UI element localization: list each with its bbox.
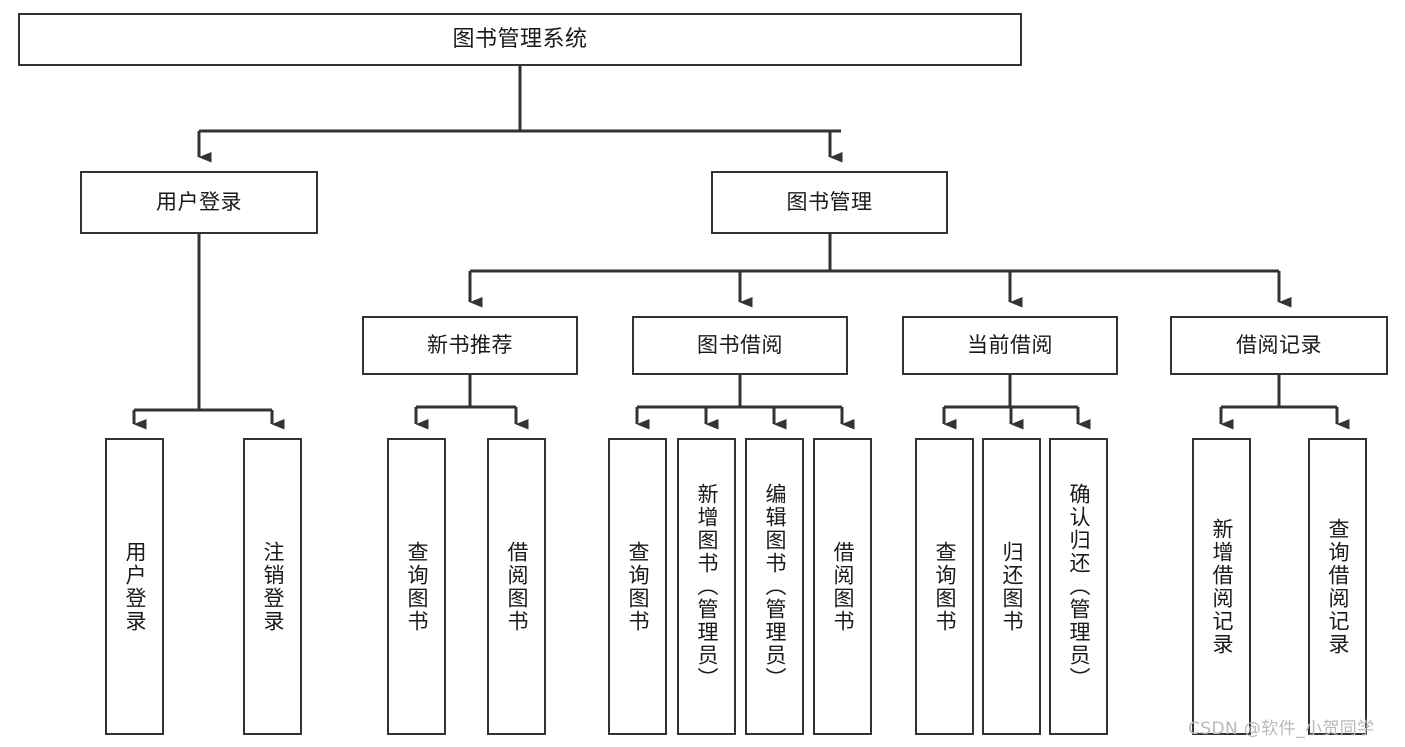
leaf-return-book-label: 归还图书 <box>1000 540 1025 633</box>
leaf-confirm-return-label: 确认归还（管理员） <box>1067 483 1092 690</box>
node-borrowing-record[interactable]: 借阅记录 <box>1170 316 1388 375</box>
leaf-query-book-borrowing[interactable]: 查询图书 <box>608 438 667 735</box>
node-root-label: 图书管理系统 <box>452 26 588 52</box>
leaf-logout[interactable]: 注销登录 <box>243 438 302 735</box>
leaf-user-login-label: 用户登录 <box>123 540 148 633</box>
leaf-edit-book-label: 编辑图书（管理员） <box>763 483 788 690</box>
leaf-query-borrow-record[interactable]: 查询借阅记录 <box>1308 438 1367 735</box>
leaf-add-borrow-record-label: 新增借阅记录 <box>1210 517 1235 656</box>
leaf-query-book-current-label: 查询图书 <box>933 540 958 633</box>
leaf-query-book-current[interactable]: 查询图书 <box>915 438 974 735</box>
node-book-borrowing-label: 图书借阅 <box>697 333 783 358</box>
node-new-book-recommendation[interactable]: 新书推荐 <box>362 316 578 375</box>
leaf-add-book[interactable]: 新增图书（管理员） <box>677 438 736 735</box>
leaf-borrow-book-label: 借阅图书 <box>831 540 856 633</box>
leaf-query-book-recommendation-label: 查询图书 <box>405 540 430 633</box>
watermark: CSDN @软件_小贺同学 <box>1188 719 1375 739</box>
node-book-management-label: 图书管理 <box>786 190 873 215</box>
leaf-edit-book[interactable]: 编辑图书（管理员） <box>745 438 804 735</box>
leaf-logout-label: 注销登录 <box>261 540 286 633</box>
leaf-return-book[interactable]: 归还图书 <box>982 438 1041 735</box>
leaf-confirm-return[interactable]: 确认归还（管理员） <box>1049 438 1108 735</box>
node-book-borrowing[interactable]: 图书借阅 <box>632 316 848 375</box>
node-user-login-label: 用户登录 <box>156 190 242 215</box>
node-user-login[interactable]: 用户登录 <box>80 171 318 234</box>
leaf-borrow-book[interactable]: 借阅图书 <box>813 438 872 735</box>
leaf-borrow-book-recommendation[interactable]: 借阅图书 <box>487 438 546 735</box>
leaf-add-book-label: 新增图书（管理员） <box>695 483 720 690</box>
node-book-management[interactable]: 图书管理 <box>711 171 948 234</box>
leaf-user-login[interactable]: 用户登录 <box>105 438 164 735</box>
node-root[interactable]: 图书管理系统 <box>18 13 1022 66</box>
node-current-borrowing-label: 当前借阅 <box>967 333 1053 358</box>
leaf-query-borrow-record-label: 查询借阅记录 <box>1326 517 1351 656</box>
node-borrowing-record-label: 借阅记录 <box>1236 333 1322 358</box>
leaf-query-book-recommendation[interactable]: 查询图书 <box>387 438 446 735</box>
node-current-borrowing[interactable]: 当前借阅 <box>902 316 1118 375</box>
leaf-add-borrow-record[interactable]: 新增借阅记录 <box>1192 438 1251 735</box>
leaf-borrow-book-recommendation-label: 借阅图书 <box>505 540 530 633</box>
node-new-book-recommendation-label: 新书推荐 <box>427 333 513 358</box>
leaf-query-book-borrowing-label: 查询图书 <box>626 540 651 633</box>
